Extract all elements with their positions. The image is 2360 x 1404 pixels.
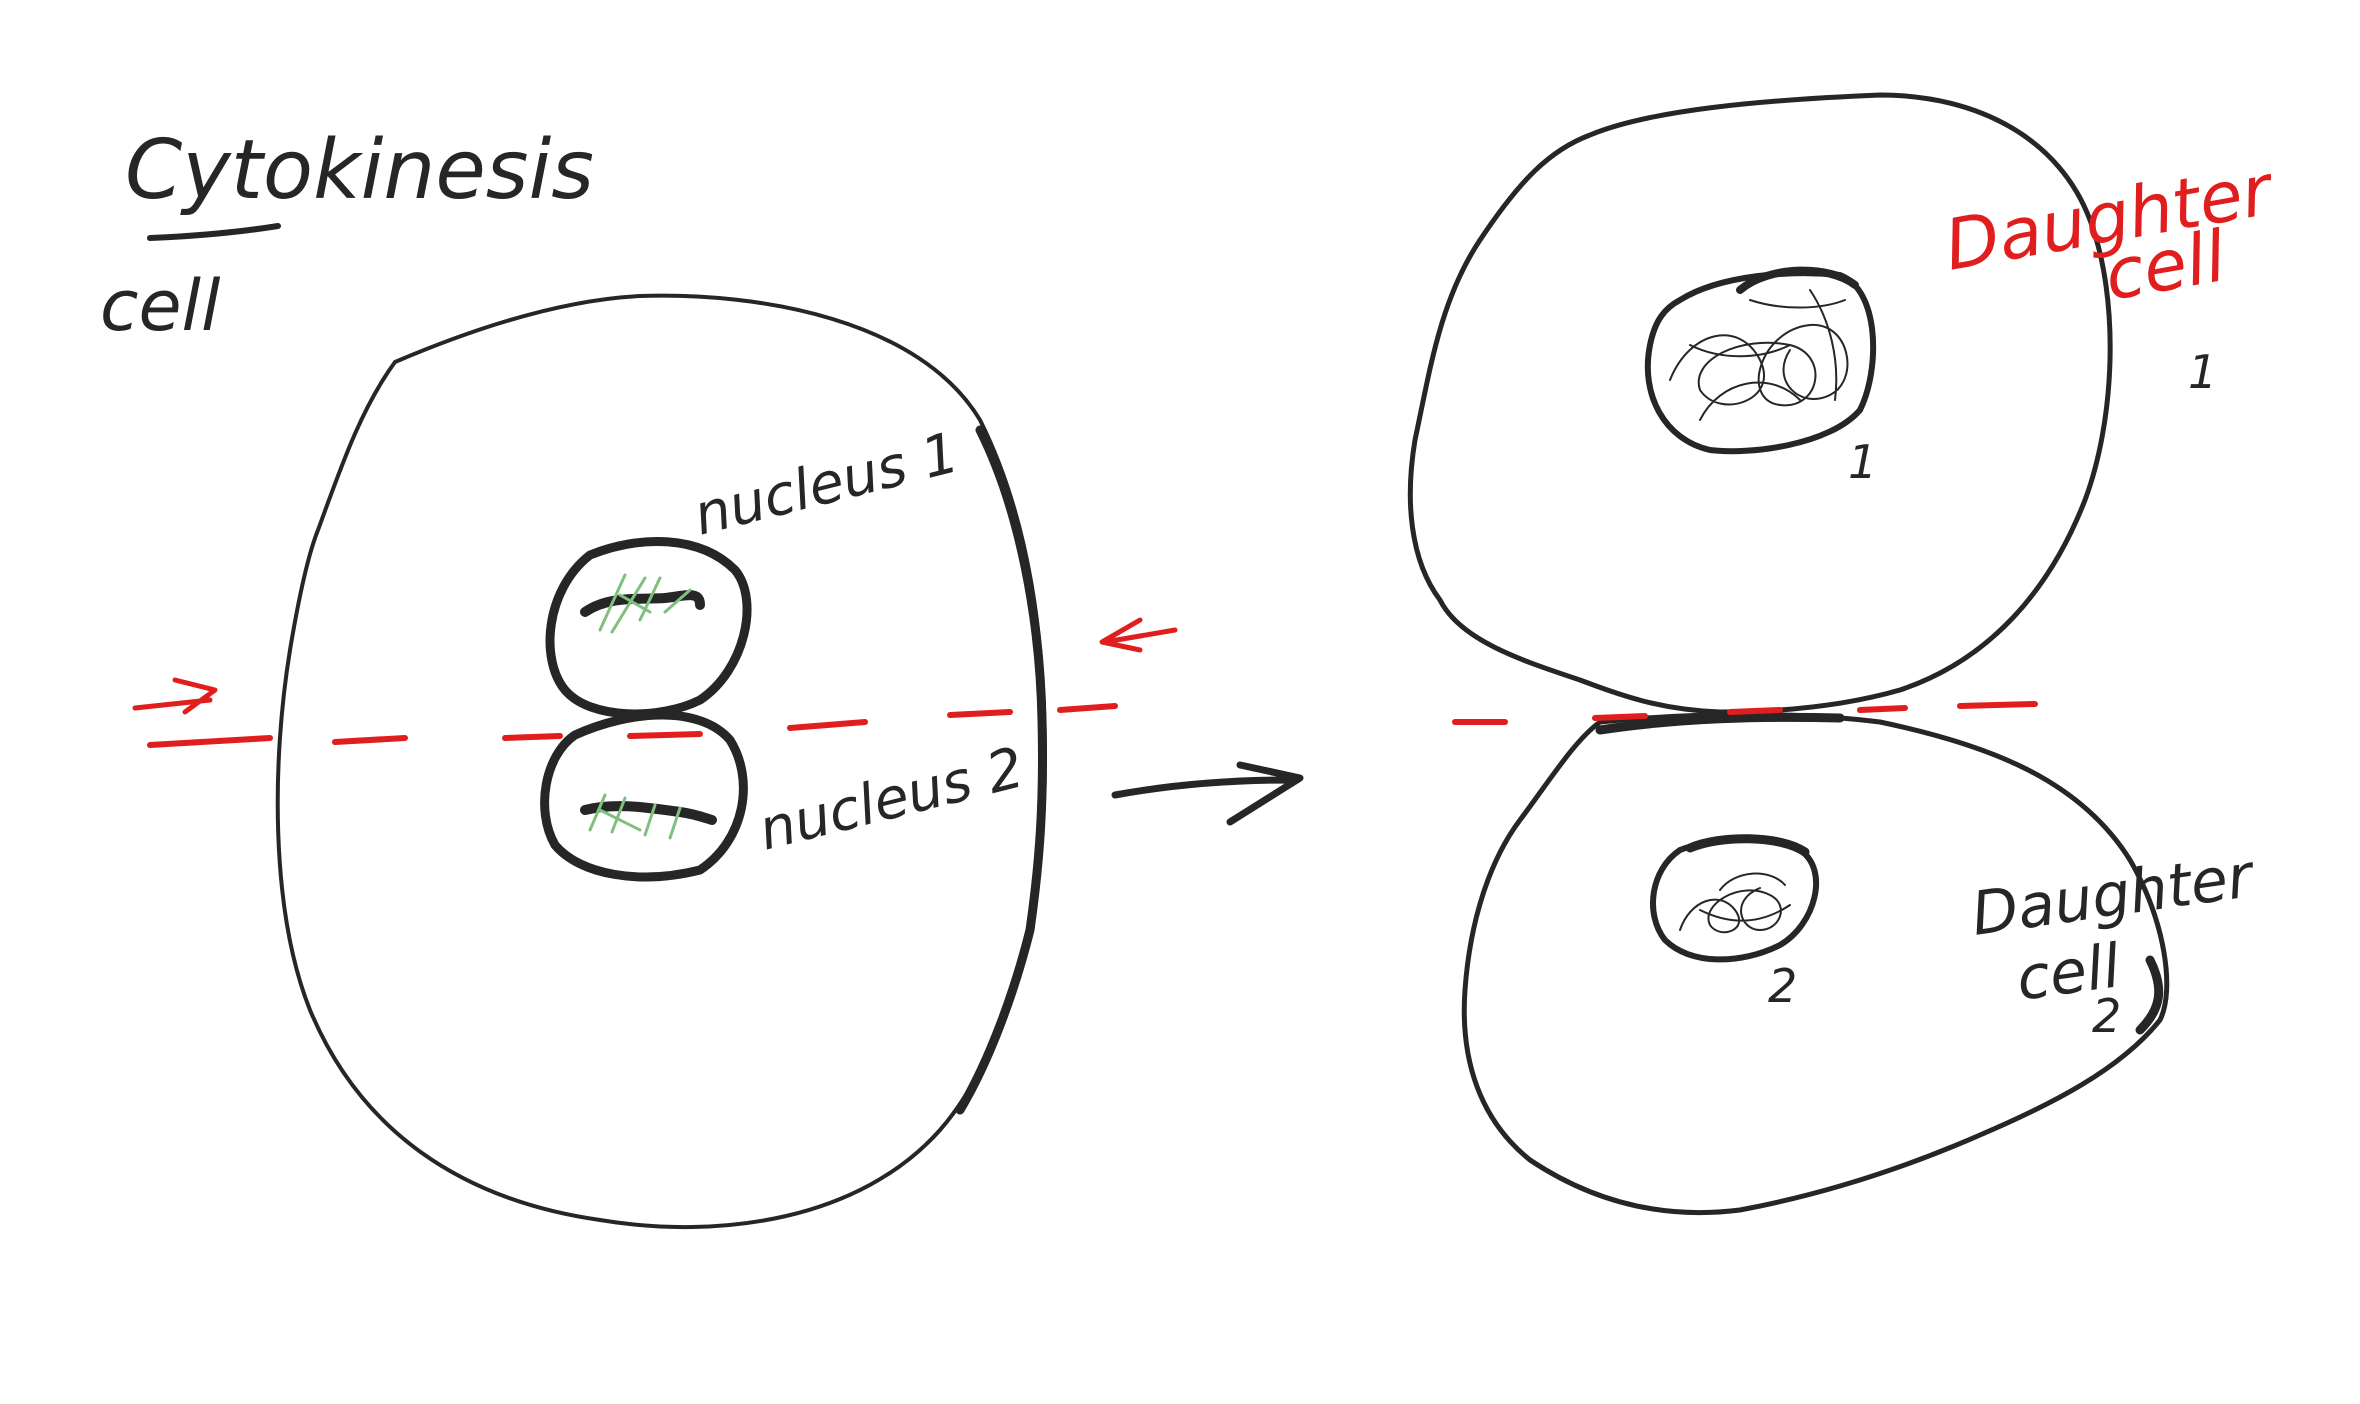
daughter-division-line [1452,701,2038,725]
daughter-cell-2-membrane-thick [1595,712,2164,1035]
parent-division-line [147,703,1118,748]
daughter-1-chromatin [1669,289,1849,421]
left-red-arrow [132,677,218,715]
daughter-2-chromatin [1679,872,1791,934]
nucleus-2-spindle [588,793,682,840]
title-underline [147,223,281,241]
nucleus-1-spindle [598,573,692,634]
daughter-cell-2-number: 2 [2092,989,2121,1043]
daughter-cell-2-membrane [1461,712,2170,1216]
daughter-2-nucleus-number: 2 [1768,959,1797,1013]
parent-cell-membrane-thick [955,425,1047,1115]
transition-arrow [1111,761,1304,826]
daughter-cell-1-number: 1 [2188,345,2217,399]
nucleus-2-envelope [540,710,748,882]
nucleus-1-chromosome [580,590,705,617]
daughter-2-nucleus [1650,836,1819,963]
parent-cell-membrane [275,293,1047,1230]
daughter-1-nucleus-top [1736,266,1859,294]
daughter-2-nucleus-top [1685,834,1810,857]
daughter-cell-1-membrane [1407,92,2113,715]
nucleus-1-envelope [545,537,752,719]
nucleus-1-label: nucleus 1 [688,420,966,548]
nucleus-2-label: nucleus 2 [753,735,1031,863]
right-red-arrow [1099,617,1178,653]
title-label: Cytokinesis [125,123,594,218]
daughter-1-nucleus-number: 1 [1848,435,1877,489]
cell-label: cell [100,265,221,347]
daughter-cell-2-label-line2: cell [2012,931,2124,1015]
